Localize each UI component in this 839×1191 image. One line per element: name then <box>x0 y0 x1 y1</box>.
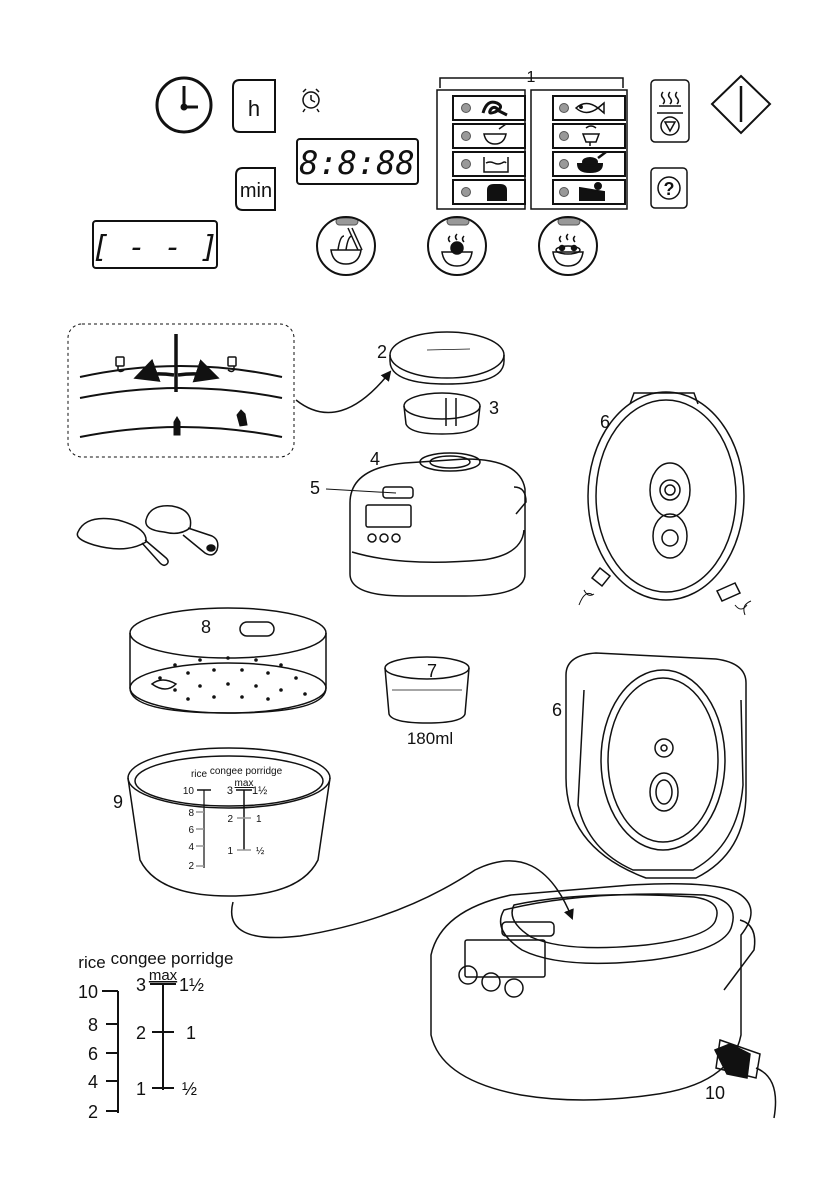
steam-crab-button[interactable] <box>428 217 486 275</box>
steam-vegetables-icon <box>583 126 599 146</box>
cake-icon <box>580 183 604 200</box>
bowl-max-label: max <box>235 778 254 789</box>
bowl-porridge-mark-1: 1 <box>256 814 262 825</box>
bowl-porridge-mark-0-5: ½ <box>256 846 265 857</box>
bread-icon <box>488 185 506 200</box>
part-label-6: 6 <box>600 412 610 432</box>
part-label-5: 5 <box>310 478 320 498</box>
bowl-insert-arrow <box>232 861 572 938</box>
part-label-3: 3 <box>489 398 499 418</box>
bowl-rice-mark-4: 4 <box>188 842 194 853</box>
steam-dumplings-button[interactable] <box>539 217 597 275</box>
part-label-2: 2 <box>377 342 387 362</box>
part-label-7: 7 <box>427 661 437 681</box>
bowl-congee-mark-2: 2 <box>227 814 233 825</box>
scale-congee-porridge-label: congee porridge <box>111 949 234 968</box>
scale-rice-label: rice <box>78 953 105 972</box>
program-button-left-3[interactable] <box>453 152 525 176</box>
bowl-rice-mark-10: 10 <box>183 786 195 797</box>
minute-label: min <box>240 180 272 202</box>
part-label-8: 8 <box>201 617 211 637</box>
clock-icon <box>157 78 211 132</box>
start-button[interactable] <box>712 76 770 133</box>
scale-congee-mark-2: 2 <box>136 1023 146 1043</box>
code-display-value: [ - - ] <box>92 230 218 265</box>
pot-icon <box>484 157 508 172</box>
mixing-bowl-icon <box>484 124 506 144</box>
program-button-left-2[interactable] <box>453 124 525 148</box>
cup-volume-label: 180ml <box>407 729 453 748</box>
lid-release-detail <box>68 324 390 457</box>
scale-porridge-mark-1-5: 1½ <box>179 975 204 995</box>
steam-valve-lid <box>390 332 504 384</box>
program-button-left-1[interactable] <box>453 96 525 120</box>
program-button-right-2[interactable] <box>553 124 625 148</box>
part-label-9: 9 <box>113 792 123 812</box>
scale-max-label: max <box>149 967 178 984</box>
part-label-6-lid: 6 <box>552 700 562 720</box>
pasta-icon <box>483 102 507 115</box>
steam-dumplings-icon <box>553 234 583 266</box>
hour-label: h <box>248 96 260 121</box>
steam-valve-cap <box>404 393 480 434</box>
steam-basket <box>130 608 326 713</box>
help-glyph: ? <box>664 179 675 199</box>
bowl-rice-mark-8: 8 <box>188 808 194 819</box>
scale-congee-mark-3: 3 <box>136 975 146 995</box>
soup-ladle <box>146 506 218 555</box>
scale-rice-mark-8: 8 <box>88 1015 98 1035</box>
bowl-rice-mark-2: 2 <box>188 861 194 872</box>
bowl-congee-mark-1: 1 <box>227 846 233 857</box>
rice-cooker <box>350 453 526 596</box>
pan-icon <box>578 152 606 172</box>
program-button-right-4[interactable] <box>553 180 625 204</box>
scale-rice-mark-2: 2 <box>88 1102 98 1122</box>
program-button-right-1[interactable] <box>553 96 625 120</box>
noodle-bowl-icon <box>331 228 362 264</box>
steam-icon <box>659 92 681 106</box>
water-level-scale-labels: rice congee porridge max 10 8 6 4 2 3 2 … <box>78 949 233 1122</box>
noodle-button[interactable] <box>317 217 375 275</box>
program-button-left-4[interactable] <box>453 180 525 204</box>
scale-congee-mark-1: 1 <box>136 1079 146 1099</box>
inner-bowl-scale: rice congee porridge max 10 8 6 4 2 3 2 … <box>183 766 283 872</box>
scale-porridge-mark-0-5: ½ <box>182 1079 197 1099</box>
part-label-4: 4 <box>370 449 380 469</box>
scale-rice-mark-10: 10 <box>78 982 98 1002</box>
scale-porridge-mark-1: 1 <box>186 1023 196 1043</box>
stop-icon <box>661 117 679 135</box>
alarm-clock-icon <box>303 89 319 112</box>
part-label-10: 10 <box>705 1083 725 1103</box>
rice-paddle <box>77 519 168 566</box>
parts-illustrations <box>77 332 775 1118</box>
program-button-right-3[interactable] <box>553 152 625 176</box>
bowl-congee-mark-3: 3 <box>227 785 233 797</box>
bowl-porridge-mark-1-5: 1½ <box>252 785 267 797</box>
fish-icon <box>576 103 604 113</box>
keep-warm-cancel-button[interactable] <box>651 80 689 142</box>
scale-rice-mark-6: 6 <box>88 1044 98 1064</box>
bowl-rice-label: rice <box>191 769 208 780</box>
leader-5 <box>326 489 396 493</box>
bowl-congee-porridge-label: congee porridge <box>210 766 283 777</box>
callout-1: 1 <box>527 69 536 86</box>
steam-crab-icon <box>442 234 472 266</box>
bowl-rice-mark-6: 6 <box>188 825 194 836</box>
scale-rice-mark-4: 4 <box>88 1072 98 1092</box>
time-display-value: 8:8:88 <box>299 144 415 182</box>
